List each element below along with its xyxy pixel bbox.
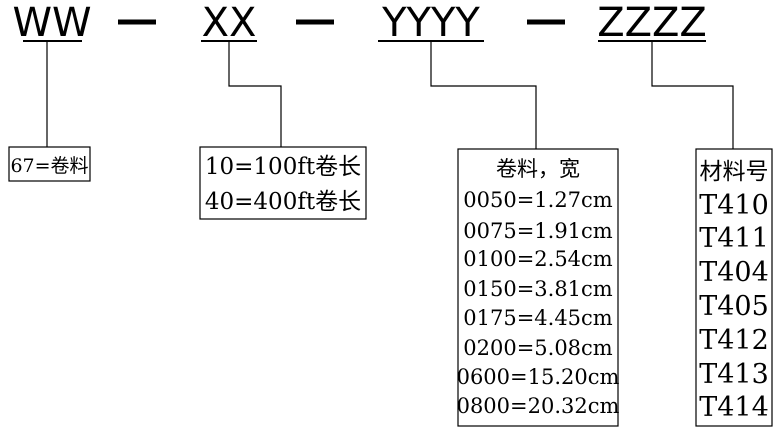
box-yyyy-line-4: 0175=4.45cm: [463, 306, 613, 330]
box-zzzz-title: 材料号: [700, 159, 769, 185]
box-ww-line-0: 67=卷料: [10, 155, 88, 177]
box-yyyy-line-2: 0100=2.54cm: [463, 247, 613, 271]
leader-zzzz: [651, 42, 734, 149]
leader-yyyy: [430, 42, 537, 149]
box-yyyy-title: 卷料，宽: [496, 157, 580, 181]
box-zzzz-line-2: T404: [699, 257, 769, 288]
code-segment-zzzz: ZZZZ: [597, 0, 707, 46]
code-segment-yyyy: YYYY: [381, 0, 480, 46]
box-zzzz-line-4: T412: [699, 325, 769, 356]
box-yyyy-line-3: 0150=3.81cm: [463, 277, 613, 301]
separator-3-text: -: [0, 0, 1, 1]
box-zzzz: [695, 148, 773, 427]
code-segment-xx: XX: [202, 0, 257, 46]
box-xx: [199, 146, 367, 220]
box-zzzz-line-6: T414: [699, 392, 769, 423]
box-xx-line-1: 40=400ft卷长: [205, 189, 361, 215]
box-zzzz-line-5: T413: [699, 359, 769, 390]
box-xx-line-0: 10=100ft卷长: [205, 154, 361, 180]
box-zzzz-line-3: T405: [699, 291, 769, 322]
leader-xx: [228, 42, 282, 147]
code-segment-ww: WW: [12, 0, 91, 46]
box-yyyy-line-7: 0800=20.32cm: [457, 394, 620, 418]
box-zzzz-line-0: T410: [699, 190, 769, 221]
box-zzzz-line-1: T411: [699, 223, 769, 254]
box-yyyy: [457, 148, 619, 427]
box-yyyy-line-6: 0600=15.20cm: [457, 365, 620, 389]
box-yyyy-line-0: 0050=1.27cm: [463, 188, 613, 212]
box-yyyy-line-1: 0075=1.91cm: [463, 219, 613, 243]
box-ww: [8, 146, 91, 182]
box-yyyy-line-5: 0200=5.08cm: [463, 336, 613, 360]
